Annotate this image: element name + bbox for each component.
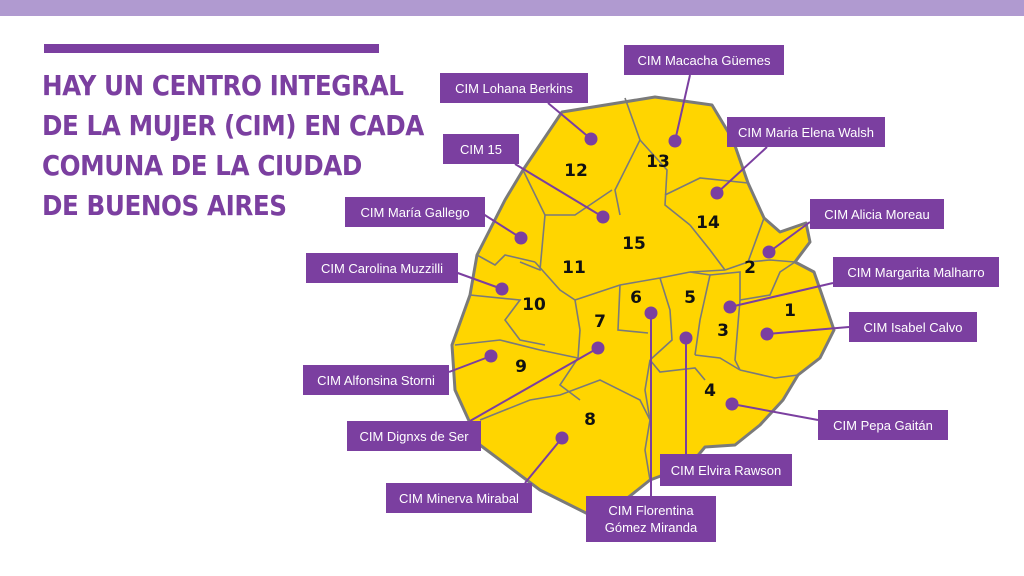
cim-label: CIM Alfonsina Storni — [303, 365, 449, 395]
leader-line — [454, 271, 503, 290]
cim-label: CIM María Gallego — [345, 197, 485, 227]
comuna-border — [476, 254, 536, 266]
comuna-border — [617, 284, 649, 334]
cim-label: CIM Pepa Gaitán — [818, 410, 948, 440]
comuna-border — [649, 277, 673, 361]
leader-line — [448, 355, 492, 373]
cim-label: CIM Florentina Gómez Miranda — [586, 496, 716, 542]
comuna-border — [469, 294, 546, 346]
leader-line — [768, 221, 811, 253]
comuna-number: 4 — [704, 381, 716, 401]
cim-marker — [584, 132, 598, 146]
comuna-border — [519, 169, 546, 272]
comuna-number: 11 — [562, 258, 586, 278]
cim-marker — [679, 331, 693, 345]
comuna-number: 10 — [522, 295, 546, 315]
cim-label: CIM Lohana Berkins — [440, 73, 588, 103]
comuna-border — [649, 359, 706, 381]
comuna-border — [739, 369, 799, 379]
cim-label: CIM Margarita Malharro — [833, 257, 999, 287]
comuna-number: 2 — [744, 258, 756, 278]
comuna-number: 8 — [584, 410, 596, 430]
cim-label: CIM Minerva Mirabal — [386, 483, 532, 513]
comuna-border — [534, 261, 581, 331]
comuna-border — [545, 189, 613, 216]
cim-label: CIM 15 — [443, 134, 519, 164]
cim-marker — [725, 397, 739, 411]
comuna-number: 14 — [696, 213, 720, 233]
cim-marker — [591, 341, 605, 355]
comuna-number: 9 — [515, 357, 527, 377]
comuna-border — [689, 271, 711, 356]
cim-marker — [723, 300, 737, 314]
title-line: DE BUENOS AIRES — [42, 189, 287, 222]
comuna-border — [644, 359, 651, 421]
cim-marker — [644, 306, 658, 320]
leader-line — [514, 163, 604, 218]
comuna-number: 7 — [594, 312, 606, 332]
comuna-border — [664, 177, 749, 196]
cim-label: CIM Alicia Moreau — [810, 199, 944, 229]
comuna-number: 6 — [630, 288, 642, 308]
comuna-border — [577, 329, 581, 359]
leader-line — [524, 437, 563, 484]
comuna-border — [747, 259, 796, 263]
top-bar — [0, 0, 1024, 16]
leader-line — [716, 146, 768, 194]
leader-line — [729, 282, 834, 308]
cim-marker — [762, 245, 776, 259]
cim-marker — [668, 134, 682, 148]
comuna-border — [694, 354, 741, 371]
comuna-number: 12 — [564, 161, 588, 181]
cim-marker — [484, 349, 498, 363]
comuna-border — [479, 379, 651, 421]
comuna-number: 3 — [717, 321, 729, 341]
cim-label: CIM Maria Elena Walsh — [727, 117, 885, 147]
title-line: HAY UN CENTRO INTEGRAL — [42, 69, 404, 102]
title-rule — [44, 44, 379, 53]
cim-marker — [710, 186, 724, 200]
leader-lines — [448, 74, 850, 496]
cim-marker — [760, 327, 774, 341]
cim-marker — [596, 210, 610, 224]
comuna-border — [739, 261, 796, 301]
comuna-number: 13 — [646, 152, 670, 172]
center-markers — [484, 132, 776, 445]
comuna-border — [614, 97, 641, 216]
leader-line — [547, 102, 592, 140]
title-line: COMUNA DE LA CIUDAD — [42, 149, 362, 182]
comuna-border — [454, 339, 579, 359]
comuna-borders — [454, 97, 799, 481]
leader-line — [674, 74, 691, 142]
comuna-border — [644, 419, 651, 481]
cim-marker — [555, 431, 569, 445]
leader-line — [469, 347, 599, 422]
cim-label: CIM Isabel Calvo — [849, 312, 977, 342]
comuna-number: 1 — [784, 301, 796, 321]
cim-marker — [514, 231, 528, 245]
comuna-border — [639, 139, 691, 226]
cim-label: CIM Dignxs de Ser — [347, 421, 481, 451]
cim-label: CIM Macacha Güemes — [624, 45, 784, 75]
cim-label: CIM Elvira Rawson — [660, 454, 792, 486]
page-title: HAY UN CENTRO INTEGRAL DE LA MUJER (CIM)… — [42, 66, 424, 226]
comuna-number: 5 — [684, 288, 696, 308]
cim-label: CIM Carolina Muzzilli — [306, 253, 458, 283]
leader-line — [479, 211, 522, 239]
leader-line — [766, 326, 850, 335]
leader-line — [731, 403, 819, 421]
comuna-number: 15 — [622, 234, 646, 254]
comuna-border — [558, 357, 581, 401]
comuna-border — [689, 224, 726, 271]
cim-marker — [495, 282, 509, 296]
